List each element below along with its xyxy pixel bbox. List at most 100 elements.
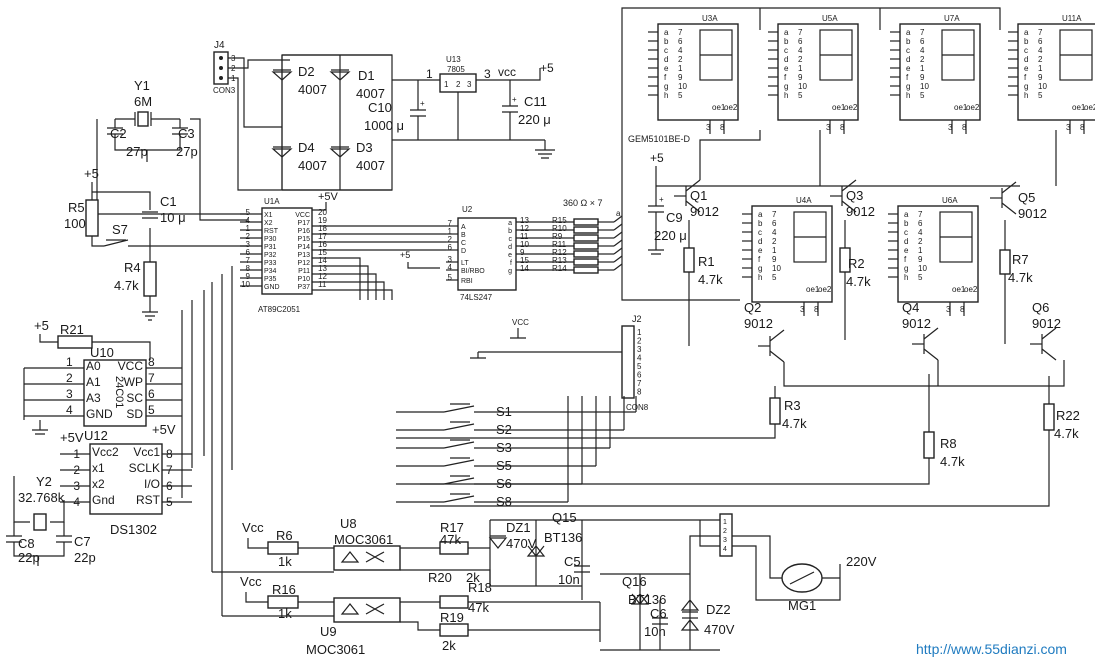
u12-label: U12: [84, 428, 108, 443]
display-part-label: GEM5101BE-D: [628, 134, 691, 144]
u2-pin-label: e: [508, 252, 512, 259]
u10-pin-number: 3: [66, 387, 73, 401]
u10-pin-label: A0: [86, 359, 101, 373]
display-pin-number: 6: [772, 219, 777, 228]
display-segment-label: c: [906, 46, 910, 55]
display-common-pin: 8: [720, 123, 725, 132]
display-common-label: oe2: [1084, 103, 1095, 112]
u1-pin-number: 14: [318, 256, 327, 265]
u12-pin-label: x1: [92, 461, 105, 475]
u1-pin-number: 12: [318, 272, 327, 281]
display-pin-number: 10: [920, 82, 929, 91]
r1-resistor: [683, 247, 695, 273]
q4-label: Q4: [902, 300, 919, 315]
q3-value: 9012: [846, 204, 875, 219]
display-segment-label: e: [784, 64, 789, 73]
u12-supply-label-left: +5V: [60, 430, 84, 445]
display-common-pin: 3: [1066, 123, 1071, 132]
display-segment-label: h: [906, 91, 910, 100]
display-pin-number: 1: [1038, 64, 1043, 73]
display-segment-label: a: [758, 210, 763, 219]
display-pin-number: 5: [678, 91, 683, 100]
r8-value: 4.7k: [940, 454, 965, 469]
j2-pin-label: 5: [637, 362, 642, 371]
u2-pin-label: C: [461, 240, 466, 247]
display-common-pin: 8: [814, 305, 819, 314]
q4-value: 9012: [902, 316, 931, 331]
display-pin-number: 2: [772, 237, 777, 246]
display-pin-number: 10: [918, 264, 927, 273]
u10-pin-label: VCC: [118, 359, 144, 373]
u1-pin-label: P33: [264, 260, 277, 267]
q6-label: Q6: [1032, 300, 1049, 315]
r21-resistor: [57, 335, 93, 349]
display-segment-label: d: [904, 237, 908, 246]
array-resistor: [573, 226, 599, 234]
c7-value: 22p: [74, 550, 96, 565]
display-pin-number: 4: [1038, 46, 1043, 55]
u13-pin-label: 2: [456, 80, 461, 89]
u10-pin-number: 6: [148, 387, 155, 401]
r21-label: R21: [60, 322, 84, 337]
array-wire: [613, 231, 623, 239]
motor-connector-pin: 1: [723, 519, 727, 526]
u13-in-pin: 1: [426, 67, 433, 81]
display-pin-number: 10: [772, 264, 781, 273]
u13-pin-label: 3: [467, 80, 472, 89]
s1-label: S1: [496, 404, 512, 419]
display-common-pin: 8: [962, 123, 967, 132]
q16-triac-symbol: [599, 573, 690, 650]
display-segment-label: f: [784, 73, 787, 82]
display-segment-label: a: [664, 28, 669, 37]
j4-part-label: CON3: [213, 86, 236, 95]
y2-crystal-symbol: [33, 513, 47, 531]
u10-pin-number: 1: [66, 355, 73, 369]
transistor-bias-resistors: R1 4.7k R2 4.7k R7 4.7k R3 4.7k R8 4.7k …: [396, 220, 1080, 507]
display-common-pin: 8: [960, 305, 965, 314]
display-pin-number: 4: [772, 228, 777, 237]
c8-label: C8: [18, 536, 35, 551]
display-common-label: oe1: [952, 285, 966, 294]
display-pin-number: 7: [678, 28, 683, 37]
triac-driver-section: Vcc R6 1k U8 MOC3061 Vcc R16 1k U9 MOC30…: [212, 510, 877, 657]
c6-label: C6: [650, 606, 667, 621]
watermark-text: http://www.55dianzi.com: [916, 641, 1067, 657]
array-wire: [613, 239, 623, 247]
array-wire: [613, 215, 623, 223]
u1-pin-label: P14: [298, 244, 311, 251]
display-pin-number: 7: [920, 28, 925, 37]
u10-pin-label: A1: [86, 375, 101, 389]
u2-supply-label: +5: [400, 250, 410, 260]
array-out-label: a: [616, 209, 621, 218]
transistor-collector: [769, 329, 785, 342]
q16-part-label: BT136: [628, 592, 666, 607]
display-common-label: oe1: [954, 103, 968, 112]
display-segment-label: c: [758, 228, 762, 237]
u1-pin-number: 4: [246, 216, 251, 225]
r20-value: 2k: [466, 570, 480, 585]
motor-connector-pin: 2: [723, 528, 727, 535]
q1-value: 9012: [690, 204, 719, 219]
u8-label: U8: [340, 516, 357, 531]
u12-pin-label: x2: [92, 477, 105, 491]
r2-label: R2: [848, 256, 865, 271]
u10-pin-label: SD: [126, 407, 143, 421]
u2-decoder: U2 74LS247 +5 360 Ω × 7 A7B1C2D6LT3BI/RB…: [400, 198, 623, 302]
j2-vcc-label: VCC: [512, 318, 529, 327]
dz1-label: DZ1: [506, 520, 531, 535]
display-pin-number: 7: [1038, 28, 1043, 37]
r16-label: R16: [272, 582, 296, 597]
display-common-label: oe1: [832, 103, 846, 112]
svg-text:+: +: [512, 95, 517, 104]
u1-pin-number: 16: [318, 240, 327, 249]
array-resistor: [573, 218, 599, 226]
display-pin-number: 5: [918, 273, 923, 282]
u2-pin-number: 12: [520, 224, 529, 233]
d4-label: D4: [298, 140, 315, 155]
r7-label: R7: [1012, 252, 1029, 267]
array-resistor: [573, 242, 599, 250]
s7-label: S7: [112, 222, 128, 237]
switch-contact: [443, 441, 475, 449]
u2-label: U2: [462, 205, 473, 214]
